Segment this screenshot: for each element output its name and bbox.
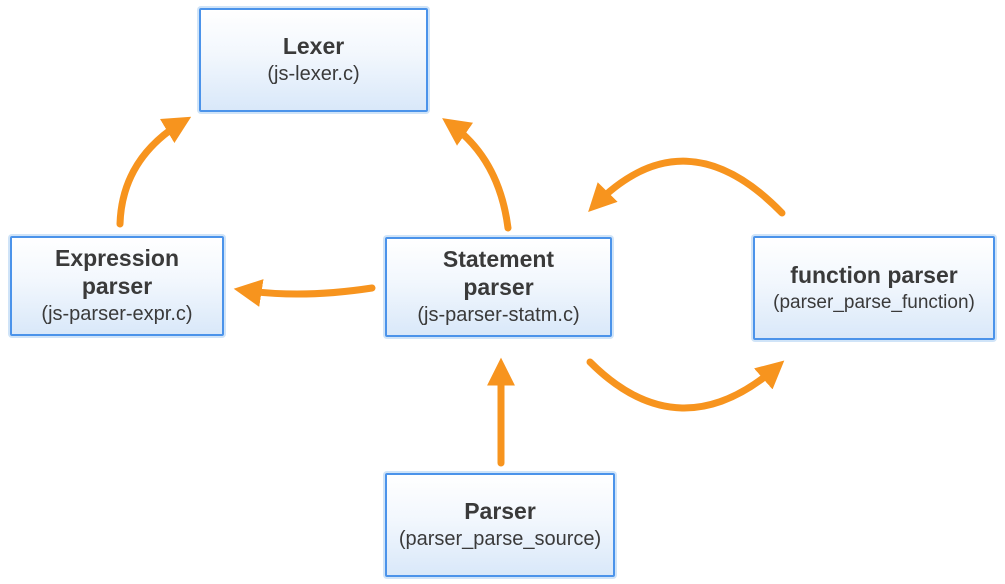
arrow-statement-parser-to-expression-parser xyxy=(233,279,376,307)
node-lexer-subtitle: (js-lexer.c) xyxy=(267,63,360,86)
node-function-parser-subtitle: (parser_parse_function) xyxy=(773,291,975,313)
node-function-parser: function parser (parser_parse_function) xyxy=(753,236,995,340)
node-statement-parser: Statement parser (js-parser-statm.c) xyxy=(385,237,612,337)
node-function-parser-title: function parser xyxy=(790,261,958,288)
node-expression-parser-title: Expression parser xyxy=(55,245,179,299)
arrow-statement-parser-to-lexer xyxy=(442,118,512,232)
node-statement-parser-title: Statement parser xyxy=(442,246,555,300)
arrow-statement-parser-to-function-parser xyxy=(586,358,785,412)
node-expression-parser-subtitle: (js-parser-expr.c) xyxy=(41,302,193,325)
node-lexer-title: Lexer xyxy=(282,32,345,59)
node-parser: Parser (parser_parse_source) xyxy=(385,473,615,577)
arrow-function-parser-to-statement-parser xyxy=(588,157,786,217)
node-parser-title: Parser xyxy=(464,497,536,524)
node-expression-parser: Expression parser (js-parser-expr.c) xyxy=(10,236,224,336)
arrow-expression-parser-to-lexer xyxy=(116,116,192,228)
node-parser-subtitle: (parser_parse_source) xyxy=(398,528,602,551)
node-statement-parser-subtitle: (js-parser-statm.c) xyxy=(417,303,580,326)
node-lexer: Lexer (js-lexer.c) xyxy=(199,8,428,112)
